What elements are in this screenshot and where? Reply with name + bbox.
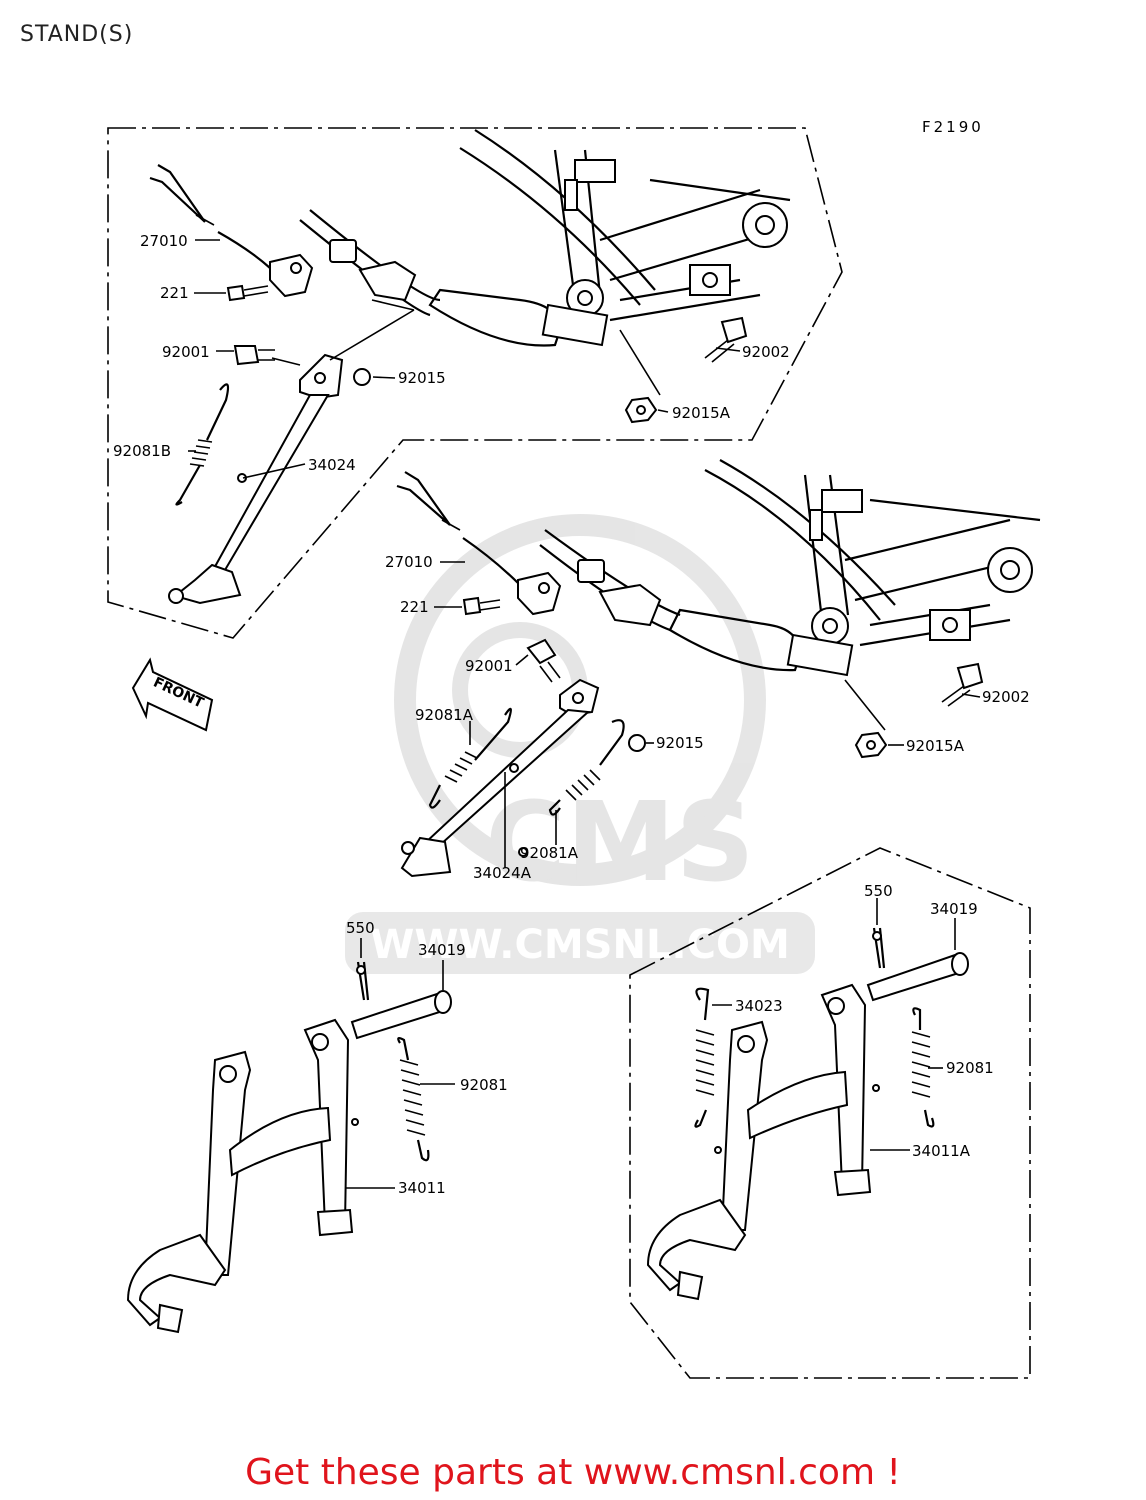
callout-92081A-right: 92081A	[520, 844, 579, 862]
callout-92081: 92081	[460, 1076, 508, 1094]
callout-92081-a: 92081	[946, 1059, 994, 1077]
callout-92015-a: 92015	[656, 734, 704, 752]
middle-side-stand-group: 27010 221 92001 92081A 92015 92002 92015…	[385, 459, 1041, 882]
callout-221-a: 221	[400, 598, 429, 616]
right-group-boundary	[629, 847, 1031, 1379]
top-side-stand-group: 27010 221 92001 92015 92002 92015A 92081…	[107, 127, 843, 639]
callout-221: 221	[160, 284, 189, 302]
callout-92001-a: 92001	[465, 657, 513, 675]
callout-34011A: 34011A	[912, 1142, 971, 1160]
callout-92015: 92015	[398, 369, 446, 387]
callout-550: 550	[346, 919, 375, 937]
front-direction-arrow: FRONT	[131, 657, 214, 732]
page-title: STAND(S)	[20, 22, 134, 47]
callout-34011: 34011	[398, 1179, 446, 1197]
center-stand-right-group: 550 34019 34023 92081 34011A	[629, 847, 1031, 1379]
callout-34024: 34024	[308, 456, 356, 474]
callout-92081B: 92081B	[113, 442, 171, 460]
footer-link[interactable]: Get these parts at www.cmsnl.com !	[245, 1452, 901, 1493]
callout-92002-a: 92002	[982, 688, 1030, 706]
callout-92001: 92001	[162, 343, 210, 361]
center-stand-left-group: 550 34019 92081 34011	[126, 919, 508, 1334]
callout-27010: 27010	[140, 232, 188, 250]
callout-92015A: 92015A	[672, 404, 731, 422]
callout-92081A-left: 92081A	[415, 706, 474, 724]
callout-27010-a: 27010	[385, 553, 433, 571]
callout-92002: 92002	[742, 343, 790, 361]
callout-34019-a: 34019	[930, 900, 978, 918]
callout-34019: 34019	[418, 941, 466, 959]
callout-34024A: 34024A	[473, 864, 532, 882]
callout-34023: 34023	[735, 997, 783, 1015]
callout-550-a: 550	[864, 882, 893, 900]
callout-92015A-a: 92015A	[906, 737, 965, 755]
watermark-logo: CMS	[485, 778, 754, 906]
figure-code: F2190	[922, 118, 984, 136]
top-group-boundary	[107, 127, 843, 639]
watermark: CMS WWW.CMSNL.COM	[345, 514, 815, 974]
